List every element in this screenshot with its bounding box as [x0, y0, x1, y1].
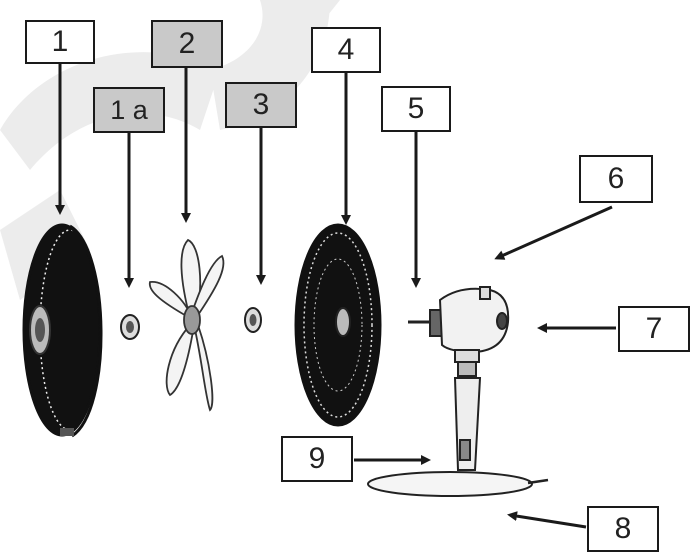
- label-1a: 1 a: [93, 87, 165, 133]
- spinner-nut: [121, 315, 139, 339]
- front-grille: [296, 225, 380, 425]
- label-8: 8: [587, 506, 659, 552]
- label-7: 7: [618, 306, 690, 352]
- label-9: 9: [281, 436, 353, 482]
- rear-grille: [24, 225, 101, 436]
- label-5: 5: [381, 86, 451, 132]
- label-3: 3: [225, 82, 297, 128]
- label-6: 6: [579, 155, 653, 203]
- fan-blade: [150, 240, 224, 410]
- blade-cap: [245, 308, 261, 332]
- label-1: 1: [25, 20, 95, 64]
- arrow-6: [497, 207, 612, 258]
- motor-stand-assembly: [368, 287, 548, 496]
- label-2: 2: [151, 20, 223, 68]
- arrow-8: [510, 515, 586, 527]
- label-4: 4: [311, 27, 381, 73]
